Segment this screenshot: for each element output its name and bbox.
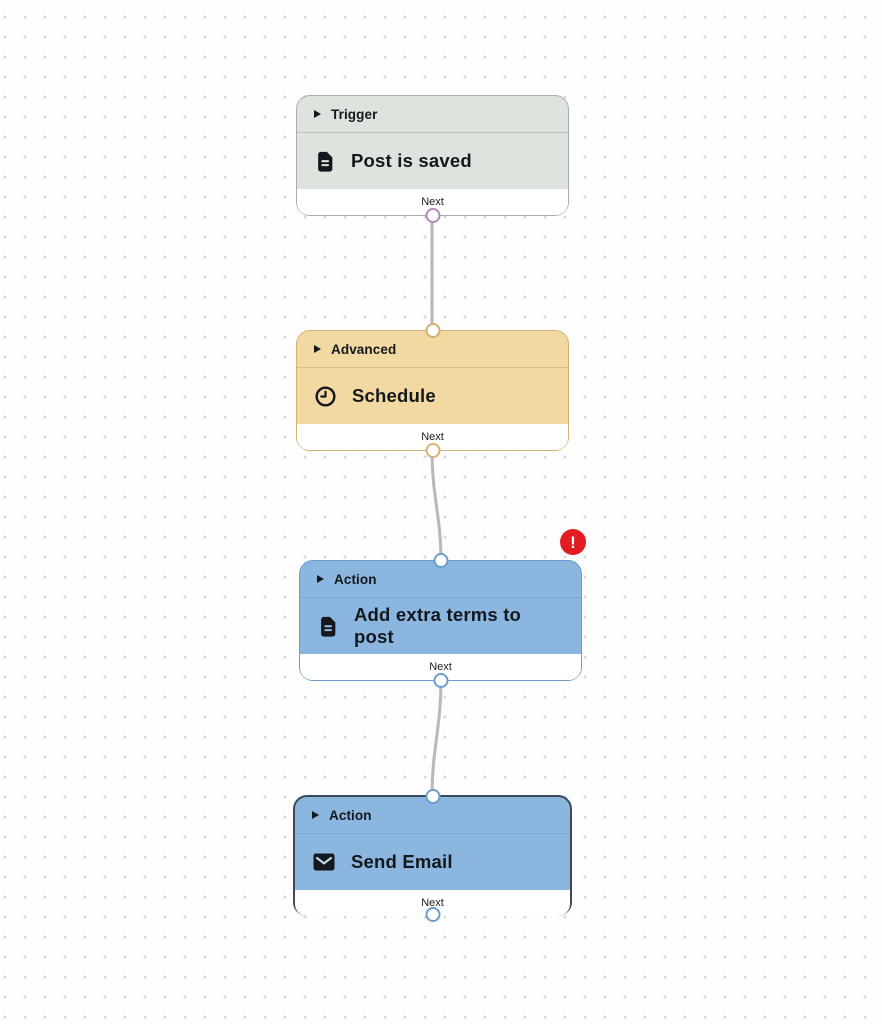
- input-port[interactable]: [433, 553, 448, 568]
- next-handle-label: Next: [421, 897, 444, 909]
- next-handle-label: Next: [421, 431, 444, 443]
- node-action-add-extra-terms[interactable]: Action Add extra terms to post Next: [299, 553, 582, 688]
- document-icon: [318, 151, 333, 172]
- output-port-next[interactable]: [425, 208, 440, 223]
- node-header[interactable]: Action: [300, 561, 581, 598]
- node-type-label: Action: [334, 571, 377, 587]
- next-handle-label: Next: [429, 661, 452, 673]
- node-trigger-post-is-saved[interactable]: Trigger Post is saved Next: [296, 95, 569, 223]
- node-title: Send Email: [351, 851, 453, 872]
- output-port-next[interactable]: [425, 443, 440, 458]
- node-type-label: Action: [329, 807, 372, 823]
- node-body: Schedule: [297, 368, 568, 424]
- collapse-caret-icon[interactable]: [314, 110, 321, 118]
- node-body: Add extra terms to post: [300, 598, 581, 654]
- envelope-icon: [313, 853, 335, 871]
- input-port[interactable]: [425, 323, 440, 338]
- node-header[interactable]: Trigger: [297, 96, 568, 133]
- node-type-label: Advanced: [331, 341, 397, 357]
- edge-advanced-to-action[interactable]: [430, 449, 443, 562]
- output-port-next[interactable]: [425, 907, 440, 922]
- collapse-caret-icon[interactable]: [312, 811, 319, 819]
- document-icon: [321, 616, 336, 637]
- collapse-caret-icon[interactable]: [317, 575, 324, 583]
- node-advanced-schedule[interactable]: Advanced Schedule Next: [296, 323, 569, 458]
- node-body: Post is saved: [297, 133, 568, 189]
- node-body: Send Email: [295, 834, 570, 890]
- error-badge-symbol: !: [570, 532, 576, 552]
- input-port[interactable]: [425, 789, 440, 804]
- node-header[interactable]: Advanced: [297, 331, 568, 368]
- node-header[interactable]: Action: [295, 797, 570, 834]
- clock-icon: [315, 385, 336, 407]
- node-type-label: Trigger: [331, 106, 378, 122]
- error-badge[interactable]: !: [560, 529, 586, 555]
- output-port-next[interactable]: [433, 673, 448, 688]
- node-title: Add extra terms to post: [354, 604, 522, 647]
- next-handle-label: Next: [421, 196, 444, 208]
- node-title: Post is saved: [351, 150, 472, 171]
- node-title: Schedule: [352, 385, 436, 406]
- edge-action-to-email[interactable]: [430, 679, 443, 797]
- collapse-caret-icon[interactable]: [314, 345, 321, 353]
- node-action-send-email[interactable]: Action Send Email Next: [293, 789, 572, 922]
